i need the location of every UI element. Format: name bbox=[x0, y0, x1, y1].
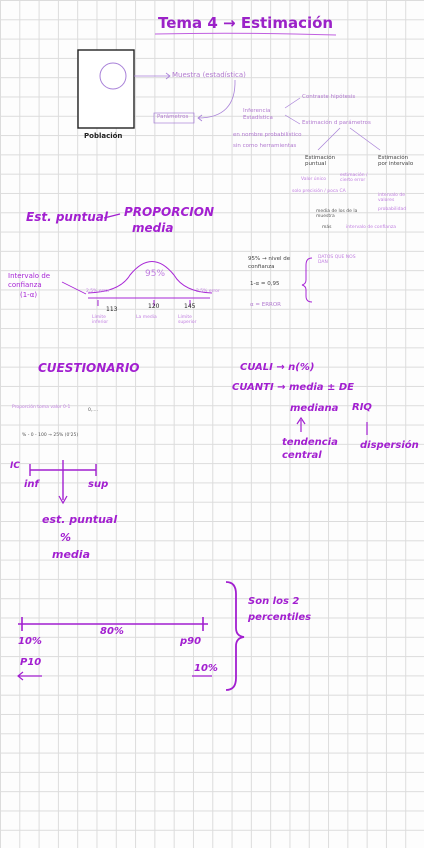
cuali-label: CUALI → n(%) bbox=[240, 362, 315, 373]
alpha-label: (1-α) bbox=[20, 291, 38, 299]
alpha-calc-label: 1-α = 0,95 bbox=[250, 281, 280, 287]
cuanti-label: CUANTI → media ± DE bbox=[232, 382, 355, 393]
interval-probability-label: probabilidad bbox=[378, 207, 407, 212]
ic-lower-label: inf bbox=[24, 479, 39, 490]
riq-label: RIQ bbox=[352, 402, 372, 413]
hypothesis-contrast-label: Contraste hipótesis bbox=[302, 94, 356, 100]
percentile-left-sub: P10 bbox=[20, 657, 42, 668]
interval-confidence-note: intervalo de valores bbox=[378, 193, 405, 203]
human-expression-label: sin como herramientas bbox=[233, 143, 297, 149]
percentile-left-label: 10% bbox=[18, 636, 42, 647]
point-estimation-label: Estimación puntual bbox=[305, 155, 336, 167]
mediana-label: mediana bbox=[290, 403, 339, 414]
page-title: Tema 4 → Estimación bbox=[158, 14, 334, 32]
media-label: media bbox=[132, 221, 174, 235]
error-note: estimación / cierto error bbox=[340, 173, 368, 183]
ic-upper-label: sup bbox=[88, 479, 109, 490]
percent-label: 95% bbox=[145, 269, 166, 279]
percentile-note: Son los 2 percentiles bbox=[248, 596, 312, 623]
parameter-estimation-label: Estimación d parámetros bbox=[302, 120, 371, 126]
interval-sample-note: media de los de la muestra bbox=[316, 209, 358, 219]
interval-estimation-label: Estimación por intervalo bbox=[378, 155, 414, 167]
point-value-label: Valor único bbox=[301, 177, 326, 182]
lower-error-label: 2,5% error bbox=[86, 289, 110, 294]
ic-media-label: media bbox=[52, 548, 90, 561]
ic-result-label: est. puntual bbox=[42, 513, 118, 526]
ic-percent-label: % bbox=[60, 531, 72, 544]
lower-value: 113 bbox=[106, 306, 118, 313]
upper-value: 145 bbox=[184, 303, 196, 310]
interval-label: Intervalo de confianza bbox=[8, 272, 51, 290]
proporcion-label: PROPORCION bbox=[124, 205, 214, 219]
interval-random-note: intervalo de confianza bbox=[346, 225, 397, 230]
upper-limit-label: Límite superior bbox=[178, 315, 197, 325]
mean-label: La media bbox=[136, 315, 157, 320]
inference-label: Inferencia Estadística bbox=[243, 108, 273, 122]
dispersion-label: dispersión bbox=[360, 440, 419, 451]
percentile-right-label: p90 bbox=[180, 636, 202, 647]
point-value-note: solo precisión / poca CA bbox=[292, 189, 346, 194]
questionnaire-title: CUESTIONARIO bbox=[38, 361, 140, 375]
percentile-right-sub: 10% bbox=[194, 663, 218, 674]
interval-sample-sub: más bbox=[322, 225, 332, 230]
confidence-level-label: 95% → nivel de confianza bbox=[248, 256, 291, 270]
tendency-label: tendencia central bbox=[282, 437, 338, 461]
proportion-line: Proporción toma valor 0-1 bbox=[12, 405, 71, 410]
percentile-center-label: 80% bbox=[100, 626, 124, 637]
lower-limit-label: Límite inferior bbox=[92, 315, 109, 325]
population-label: Población bbox=[84, 132, 123, 140]
parameters-label: Parámetros bbox=[157, 114, 189, 120]
proportion-range: 0,.... bbox=[88, 408, 99, 413]
percent-line: % - 0 - 100 → 25% (0'25) bbox=[22, 433, 79, 438]
center-value: 120 bbox=[148, 303, 160, 310]
known-distribution-label: en nombre probabilístico bbox=[233, 132, 302, 138]
sample-label: Muestra (estadística) bbox=[172, 71, 246, 79]
error-calc-label: α = ERROR bbox=[250, 302, 281, 308]
data-note: DATOS QUE NOS DAN bbox=[318, 255, 356, 265]
point-estimate-label: Est. puntual bbox=[26, 210, 108, 224]
upper-error-label: 2,5% error bbox=[196, 289, 220, 294]
ic-label: IC bbox=[10, 461, 20, 471]
